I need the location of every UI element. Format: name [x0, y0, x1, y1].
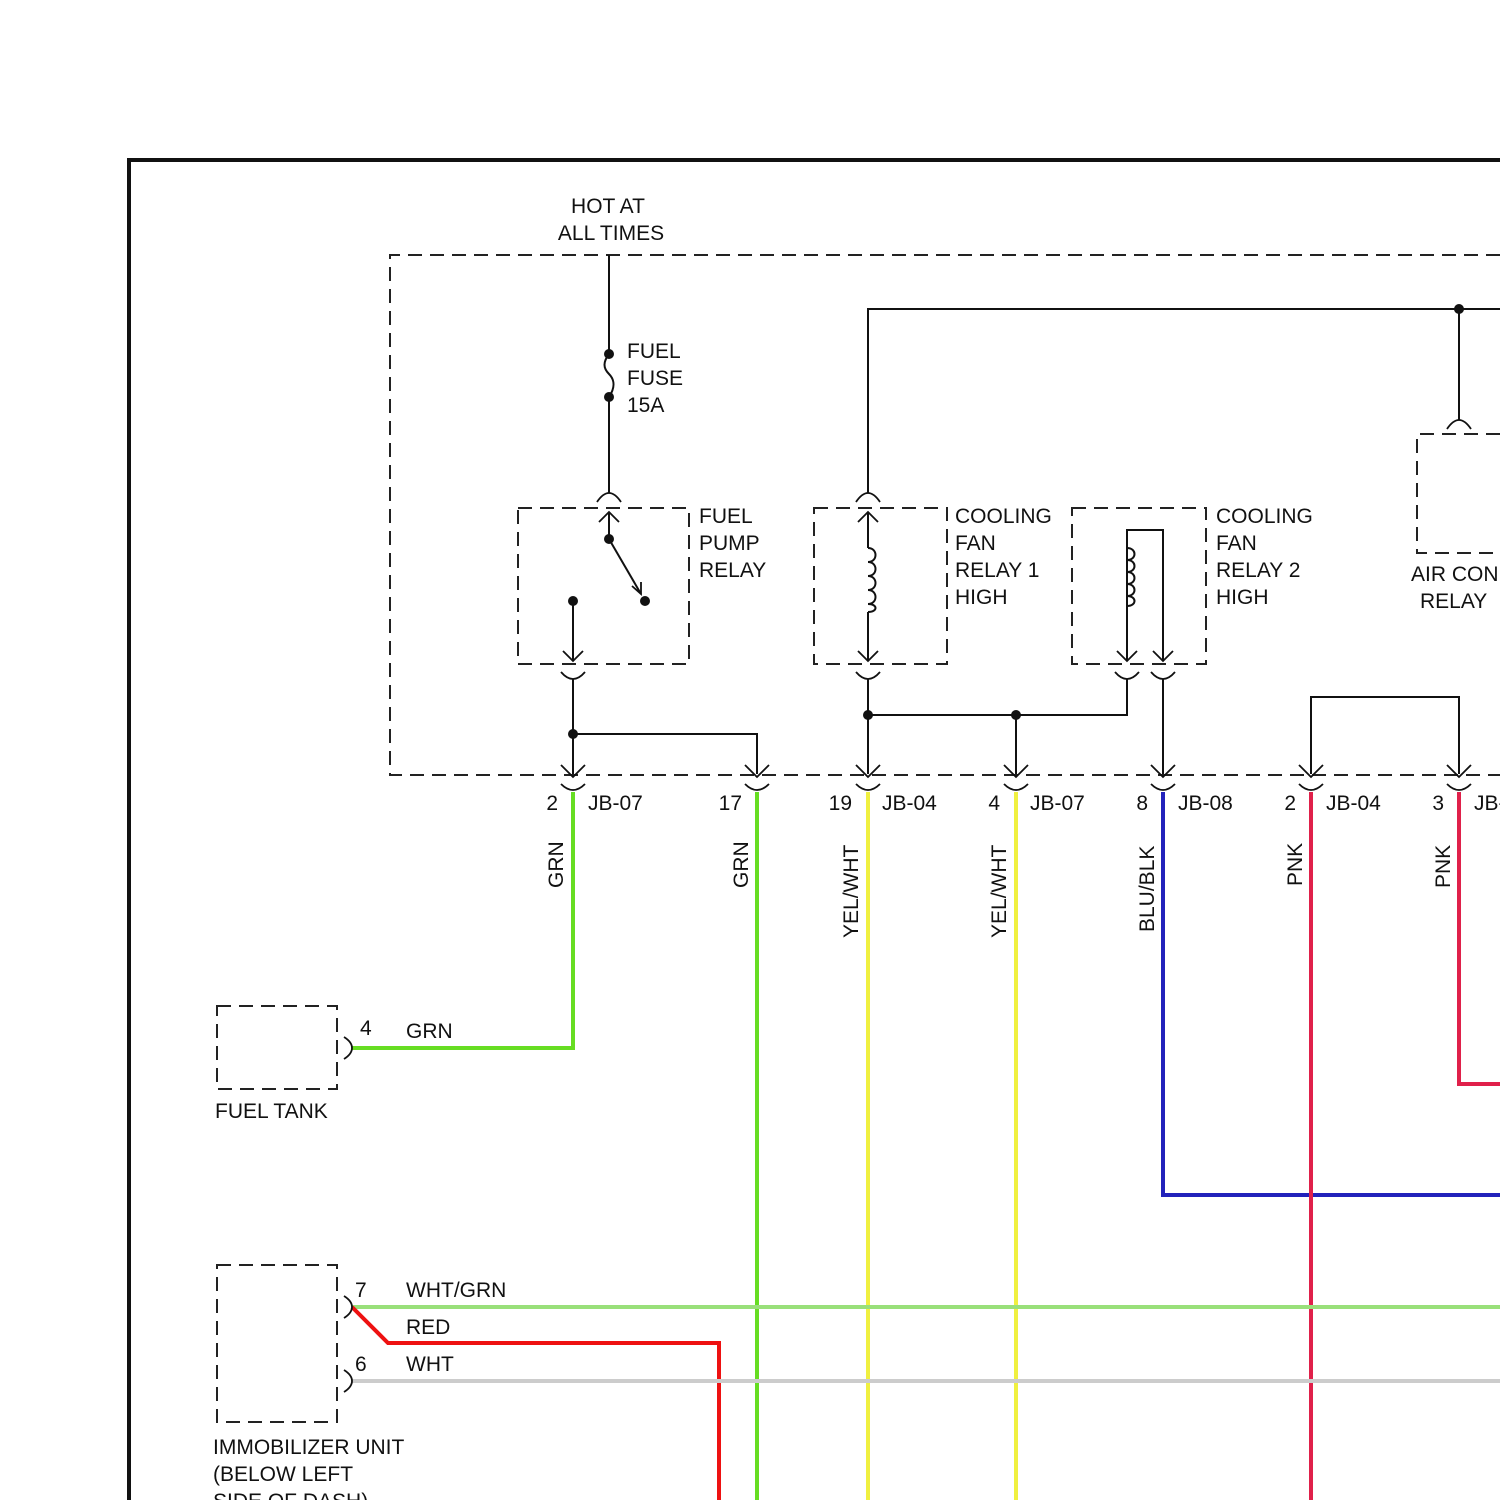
wire-label: YEL/WHT	[840, 844, 863, 938]
wire-color-labels: GRN GRN YEL/WHT YEL/WHT BLU/BLK PNK PNK	[545, 841, 1455, 938]
pin-number: 8	[1136, 792, 1148, 815]
fuel-tank-wire-label: GRN	[406, 1020, 453, 1043]
fuel-pump-relay-label-2: PUMP	[699, 532, 760, 555]
wire-label: BLU/BLK	[1136, 846, 1159, 932]
wire-grn-fuel-tank	[352, 792, 573, 1048]
junction-block-id: JB-07	[1030, 792, 1085, 815]
power-label-line2: ALL TIMES	[558, 222, 664, 245]
wire-pnk-3	[1459, 792, 1500, 1084]
wire-label-wht: WHT	[406, 1353, 454, 1376]
fuel-fuse: FUEL FUSE 15A	[597, 255, 683, 502]
diagram-frame	[129, 160, 1500, 1500]
immobilizer-pin: 6	[355, 1353, 367, 1376]
wire-label: PNK	[1284, 843, 1307, 886]
junction-block-id: JB-	[1474, 792, 1500, 815]
pin-number: 2	[546, 792, 558, 815]
fuel-pump-relay-label-1: FUEL	[699, 505, 753, 528]
junction-block-id: JB-04	[1326, 792, 1381, 815]
fuse-label-line3: 15A	[627, 394, 664, 417]
immobilizer-pin: 7	[355, 1279, 367, 1302]
pin-number: 17	[719, 792, 742, 815]
fuse-label-line1: FUEL	[627, 340, 681, 363]
immobilizer-label-line2: (BELOW LEFT	[213, 1463, 353, 1486]
cooling-fan-relay-1-label-1: COOLING	[955, 505, 1052, 528]
cooling-fan-relay-2-label-4: HIGH	[1216, 586, 1269, 609]
junction-block-id: JB-07	[588, 792, 643, 815]
cooling-fan-relay-1-label-2: FAN	[955, 532, 996, 555]
junction-block-id: JB-04	[882, 792, 937, 815]
fuel-tank: 4 GRN FUEL TANK	[215, 1006, 453, 1123]
fuel-pump-relay: FUEL PUMP RELAY	[518, 505, 766, 679]
wire-label: PNK	[1432, 845, 1455, 888]
fuel-tank-pin: 4	[360, 1017, 372, 1040]
wire-label-red: RED	[406, 1316, 450, 1339]
pin-number: 3	[1432, 792, 1444, 815]
immobilizer-label-line3: SIDE OF DASH)	[213, 1490, 368, 1500]
pin-number: 19	[829, 792, 852, 815]
cooling-fan-relay-1-label-4: HIGH	[955, 586, 1008, 609]
cooling-fan-relay-2: COOLING FAN RELAY 2 HIGH	[1072, 505, 1313, 679]
wire-label-wht-grn: WHT/GRN	[406, 1279, 506, 1302]
wire-label: GRN	[545, 841, 568, 888]
pin-number: 4	[988, 792, 1000, 815]
cooling-fan-relay-1-label-3: RELAY 1	[955, 559, 1039, 582]
cooling-fan-relay-1: COOLING FAN RELAY 1 HIGH	[814, 505, 1052, 679]
immobilizer-label-line1: IMMOBILIZER UNIT	[213, 1436, 405, 1459]
power-source-label: HOT AT ALL TIMES	[558, 195, 664, 245]
fuse-label-line2: FUSE	[627, 367, 683, 390]
power-label-line1: HOT AT	[571, 195, 645, 218]
pnk-jumper	[1311, 697, 1459, 774]
cooling-fan-relay-2-label-2: FAN	[1216, 532, 1257, 555]
fuel-tank-label: FUEL TANK	[215, 1100, 328, 1123]
junction-pin-labels: 2 JB-07 17 19 JB-04 4 JB-07 8 JB-08 2 JB…	[546, 792, 1500, 815]
air-con-relay: AIR CON RELAY	[1411, 434, 1500, 613]
air-con-relay-label-1: AIR CON	[1411, 563, 1499, 586]
air-con-relay-label-2: RELAY	[1420, 590, 1487, 613]
cooling-fan-relay-2-label-3: RELAY 2	[1216, 559, 1300, 582]
top-bus	[856, 304, 1500, 502]
junction-block-id: JB-08	[1178, 792, 1233, 815]
fuel-pump-relay-label-3: RELAY	[699, 559, 766, 582]
colored-wires	[352, 792, 1500, 1500]
wire-label: YEL/WHT	[988, 844, 1011, 938]
cooling-relay-outputs	[863, 679, 1163, 774]
fuel-pump-relay-output	[568, 679, 757, 774]
pin-number: 2	[1284, 792, 1296, 815]
cooling-fan-relay-2-label-1: COOLING	[1216, 505, 1313, 528]
wire-label: GRN	[730, 841, 753, 888]
